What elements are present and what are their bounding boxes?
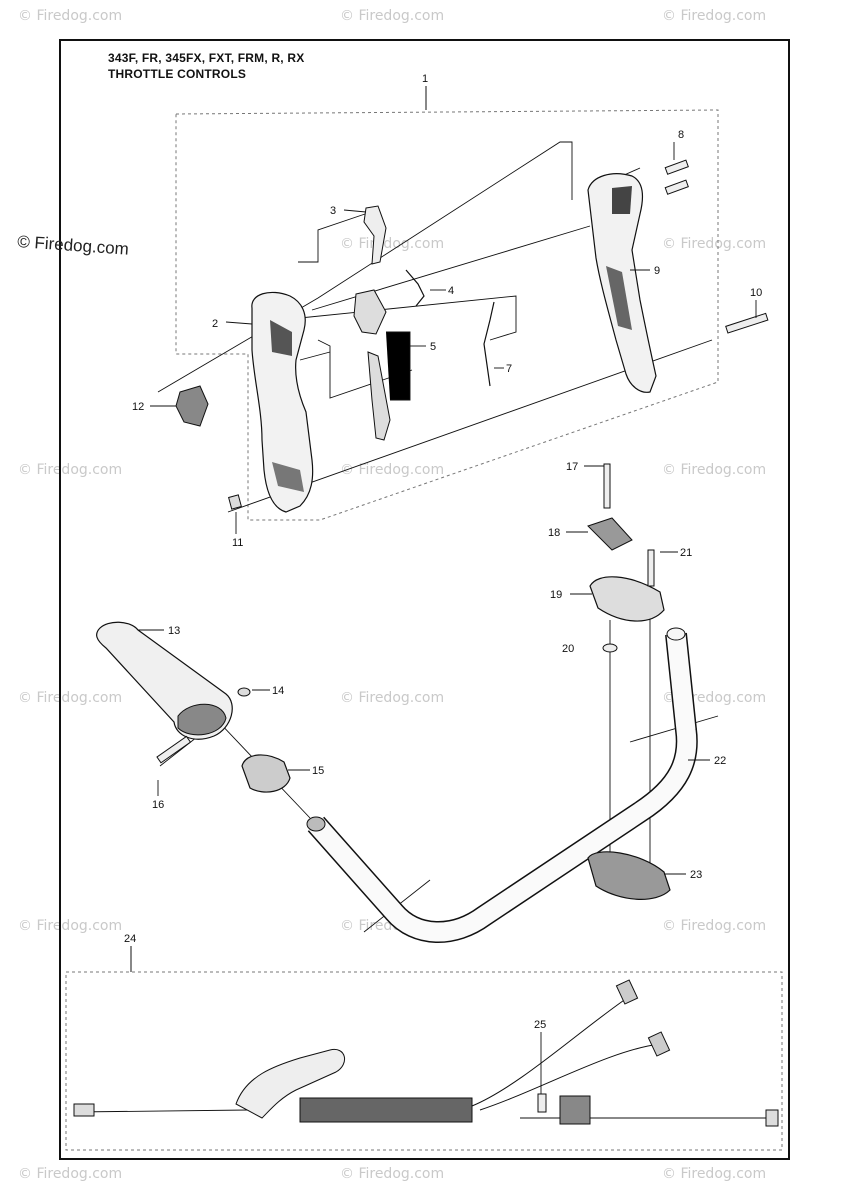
page-frame: [59, 39, 790, 1160]
callout-4: 4: [448, 285, 454, 297]
watermark-tile: © Firedog.com: [340, 8, 445, 24]
part-11-nut: [228, 494, 242, 510]
callout-3: 3: [330, 205, 336, 217]
part-7-spring: [483, 301, 495, 387]
callout-19: 19: [550, 589, 562, 601]
callout-15: 15: [312, 765, 324, 777]
watermark-tile: © Firedog.com: [18, 690, 123, 706]
watermark-tile: © Firedog.com: [662, 8, 767, 24]
callout-12: 12: [132, 401, 144, 413]
part-21-bolt: [647, 549, 655, 587]
callout-18: 18: [548, 527, 560, 539]
handle-left-half: [251, 291, 314, 513]
callout-11: 11: [232, 537, 243, 549]
callout-14: 14: [272, 685, 284, 697]
callout-21: 21: [680, 547, 692, 559]
callout-8: 8: [678, 129, 684, 141]
callout-leaders: [138, 142, 757, 1094]
part-8-screws: [664, 159, 689, 195]
part-4-spring: [405, 269, 425, 307]
group-box-24: [65, 971, 783, 1151]
watermark-tile: © Firedog.com: [662, 1166, 767, 1182]
model-list: 343F, FR, 345FX, FXT, FRM, R, RX: [108, 51, 305, 65]
watermark-tile: © Firedog.com: [18, 918, 123, 934]
callout-13: 13: [168, 625, 180, 637]
section-title: THROTTLE CONTROLS: [108, 67, 247, 81]
part-10-screw: [725, 312, 769, 334]
part-24-cable: [73, 979, 779, 1127]
part-3-lever: [363, 205, 387, 265]
watermark-tile: © Firedog.com: [662, 918, 767, 934]
watermark-tile: © Firedog.com: [340, 462, 445, 478]
part-23-bracket: [587, 851, 671, 900]
watermark-tile: © Firedog.com: [340, 690, 445, 706]
part-20-washer: [602, 643, 618, 653]
watermark-tile: © Firedog.com: [18, 1166, 123, 1182]
callout-25: 25: [534, 1019, 546, 1031]
part-5-trigger: [353, 289, 387, 335]
part-19-bracket: [589, 576, 665, 622]
callout-17: 17: [566, 461, 578, 473]
callout-2: 2: [212, 318, 218, 330]
callout-22: 22: [714, 755, 726, 767]
watermark-tile: © Firedog.com: [662, 462, 767, 478]
watermark-tile: © Firedog.com: [18, 8, 123, 24]
callout-23: 23: [690, 869, 702, 881]
callout-7: 7: [506, 363, 512, 375]
callout-5: 5: [430, 341, 436, 353]
part-15-clamp: [241, 754, 291, 793]
callout-10: 10: [750, 287, 762, 299]
callout-1: 1: [422, 73, 428, 85]
callout-24: 24: [124, 933, 136, 945]
watermark-tile: © Firedog.com: [340, 236, 445, 252]
part-17-bolt: [603, 463, 611, 509]
callout-9: 9: [654, 265, 660, 277]
part-18-block: [587, 517, 633, 551]
watermark-tile: © Firedog.com: [18, 462, 123, 478]
part-16-bolt: [156, 735, 192, 764]
callout-16: 16: [152, 799, 164, 811]
watermark-tile: © Firedog.com: [662, 236, 767, 252]
part-14-nut: [237, 687, 251, 697]
callout-20: 20: [562, 643, 574, 655]
part-12-switch: [175, 385, 209, 427]
watermark-tile: © Firedog.com: [340, 1166, 445, 1182]
